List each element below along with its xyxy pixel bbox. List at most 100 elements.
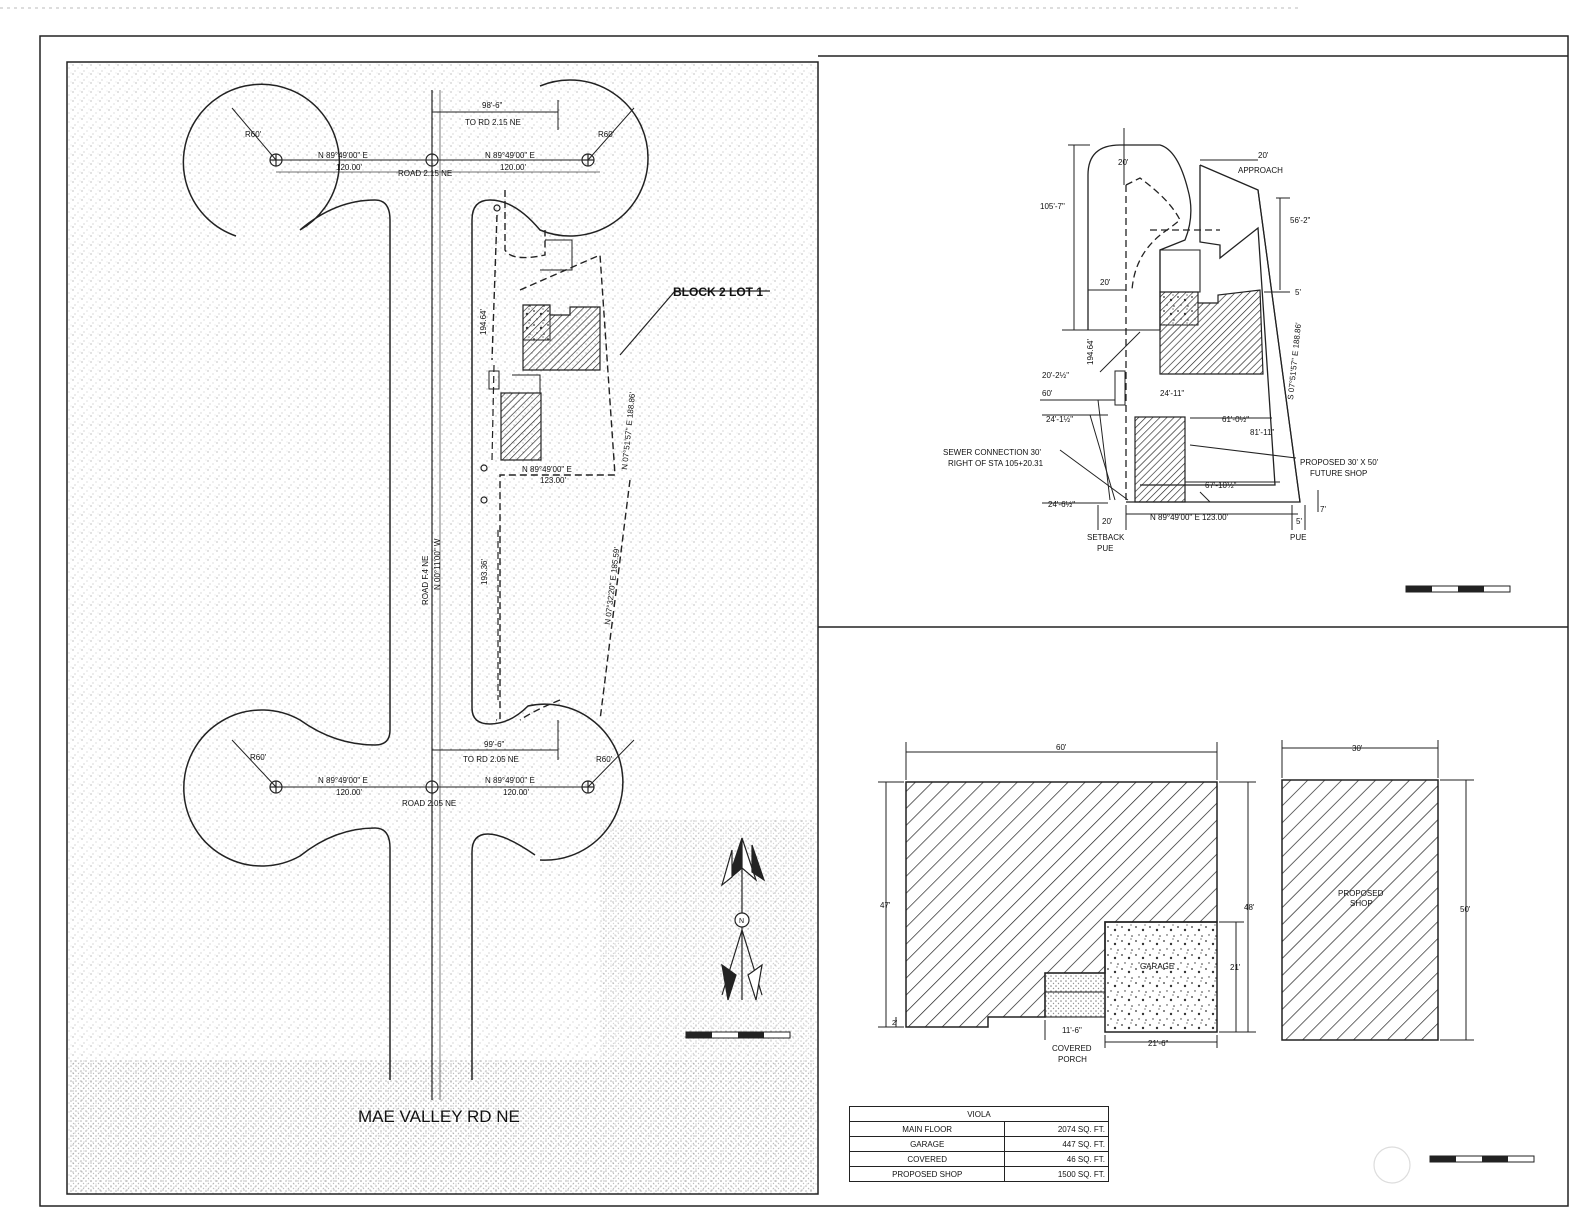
lot-boundary xyxy=(491,190,631,721)
bottom-left-bearing: N 89°49'00" E xyxy=(318,776,368,785)
area-name: PROPOSED SHOP xyxy=(848,1166,1006,1182)
top-right-dist: 120.00' xyxy=(500,163,526,172)
top-right-bearing: N 89°49'00" E xyxy=(485,151,535,160)
detail-setback-line xyxy=(1125,177,1181,500)
floor-garage-label: GARAGE xyxy=(1140,962,1174,971)
top-left-bearing: N 89°49'00" E xyxy=(318,151,368,160)
floor-shop-width: 30' xyxy=(1352,744,1363,753)
detail-setback-label: SETBACK xyxy=(1087,533,1125,542)
detail-dim-approach-20: 20' xyxy=(1258,151,1269,160)
bottom-right-bearing: N 89°49'00" E xyxy=(485,776,535,785)
floor-porch-width: 11'-6" xyxy=(1062,1026,1082,1035)
lot-detail: 20' 20' APPROACH 105'-7" 56'-2" 20' 5' 1… xyxy=(943,128,1511,593)
bottom-left-dist: 120.00' xyxy=(336,788,362,797)
detail-bottom-bearing: N 89°49'00" E 123.00' xyxy=(1150,513,1229,522)
detail-shop-line2: FUTURE SHOP xyxy=(1310,469,1367,478)
right-road-edge xyxy=(471,79,649,861)
area-value: 447 SQ. FT. xyxy=(1004,1136,1109,1152)
detail-dim-56: 56'-2" xyxy=(1290,216,1311,225)
detail-driveway xyxy=(1087,144,1192,330)
detail-driveway-marker xyxy=(1114,370,1126,406)
detail-dim-67: 67'-10½" xyxy=(1205,481,1237,490)
area-value: 2074 SQ. FT. xyxy=(1004,1121,1109,1137)
terrain-shading xyxy=(600,820,815,1060)
detail-dim-24-11: 24'-11" xyxy=(1160,389,1184,398)
detail-scale-bar xyxy=(1405,585,1511,593)
left-road-edge xyxy=(182,83,391,1080)
table-row: GARAGE 447 SQ. FT. xyxy=(848,1136,1109,1152)
detail-dim-20-left: 20' xyxy=(1100,278,1111,287)
detail-garage-footprint xyxy=(1159,291,1199,326)
detail-dim-105: 105'-7" xyxy=(1040,202,1065,211)
mae-valley-road-name: MAE VALLEY RD NE xyxy=(358,1107,520,1126)
site-garage-footprint xyxy=(522,304,551,341)
floor-shop-line2: SHOP xyxy=(1350,899,1373,908)
detail-shop-line1: PROPOSED 30' X 50' xyxy=(1300,458,1379,467)
detail-dim-20-bottom: 20' xyxy=(1102,517,1113,526)
top-radius-right: R60' xyxy=(598,130,615,139)
floor-garage-depth: 21' xyxy=(1230,963,1241,972)
lot-mid-dist: 123.00' xyxy=(540,476,566,485)
detail-dim-24-1: 24'-1½" xyxy=(1046,415,1073,424)
detail-pue-left: PUE xyxy=(1097,544,1113,553)
detail-sewer-line2: RIGHT OF STA 105+20.31 xyxy=(948,459,1044,468)
floor-garage xyxy=(1104,921,1218,1033)
detail-shop-footprint xyxy=(1134,416,1186,503)
north-letter: N xyxy=(739,918,744,925)
radius-arrows xyxy=(231,100,635,788)
lot-upper-left-dist: 194.64' xyxy=(479,309,488,335)
detail-dim-5: 5' xyxy=(1295,288,1301,297)
floor-house-right-depth: 48' xyxy=(1244,903,1255,912)
road-shading xyxy=(70,1060,815,1192)
detail-east-line xyxy=(1257,189,1301,503)
table-row: PROPOSED SHOP 1500 SQ. FT. xyxy=(848,1166,1109,1182)
main-road-bearing: N 00°11'00" W xyxy=(433,538,442,590)
detail-dimension-lines xyxy=(1040,128,1319,530)
bottom-right-dist: 120.00' xyxy=(503,788,529,797)
site-driveway-marker xyxy=(488,370,500,390)
detail-dim-194: 194.64' xyxy=(1086,339,1095,365)
top-left-dist: 120.00' xyxy=(336,163,362,172)
north-arrow-icon xyxy=(720,837,766,1001)
table-row: MAIN FLOOR 2074 SQ. FT. xyxy=(848,1121,1109,1137)
lot-mid-bearing: N 89°49'00" E xyxy=(522,465,572,474)
detail-approach-label: APPROACH xyxy=(1238,166,1283,175)
detail-pue-right: PUE xyxy=(1290,533,1306,542)
area-table: VIOLA MAIN FLOOR 2074 SQ. FT. GARAGE 447… xyxy=(848,1106,1109,1182)
floor-plan: 60' 47' 48' 2' GARAGE 21' 21'-6" 11'-6" … xyxy=(878,740,1535,1184)
detail-dim-7: 7' xyxy=(1320,505,1326,514)
top-to-road-label: TO RD 2.15 NE xyxy=(465,118,521,127)
area-table-title: VIOLA xyxy=(849,1106,1109,1122)
sheet-border xyxy=(39,35,1569,1207)
main-road-name: ROAD F.4 NE xyxy=(421,556,430,605)
floor-covered-porch xyxy=(1044,972,1106,1018)
bottom-to-road-label: TO RD 2.05 NE xyxy=(463,755,519,764)
floor-shop-outline xyxy=(1281,779,1439,1041)
table-row: COVERED 46 SQ. FT. xyxy=(848,1151,1109,1167)
floor-house-left-depth: 47' xyxy=(880,901,891,910)
top-road-name: ROAD 2.15 NE xyxy=(398,169,452,178)
area-name: MAIN FLOOR xyxy=(848,1121,1006,1137)
bottom-radius-right: R60' xyxy=(596,755,613,764)
bottom-dim-label: 99'-6" xyxy=(484,740,505,749)
floor-scale-bar xyxy=(1429,1155,1535,1163)
right-lower-road-edge xyxy=(471,833,536,1080)
lot-lower-left-dist: 193.36' xyxy=(480,559,489,585)
floor-garage-width: 21'-6" xyxy=(1148,1039,1169,1048)
floor-porch-step: 2' xyxy=(892,1020,897,1027)
detail-bearing-right: S 07°51'57" E 188.86' xyxy=(1286,322,1303,401)
block-label-leader xyxy=(619,290,676,356)
faint-circle-mark xyxy=(1373,1146,1411,1184)
top-radius-left: R60' xyxy=(245,130,262,139)
floor-shop-line1: PROPOSED xyxy=(1338,889,1384,898)
detail-dim-top-20: 20' xyxy=(1118,158,1129,167)
site-scale-bar xyxy=(685,1031,791,1039)
area-name: COVERED xyxy=(848,1151,1006,1167)
detail-dim-60: 60' xyxy=(1042,389,1053,398)
floor-porch-line1: COVERED xyxy=(1052,1044,1092,1053)
area-name: GARAGE xyxy=(848,1136,1006,1152)
site-shop-footprint xyxy=(500,392,542,461)
floor-porch-line2: PORCH xyxy=(1058,1055,1087,1064)
floor-shop-depth: 50' xyxy=(1460,905,1471,914)
